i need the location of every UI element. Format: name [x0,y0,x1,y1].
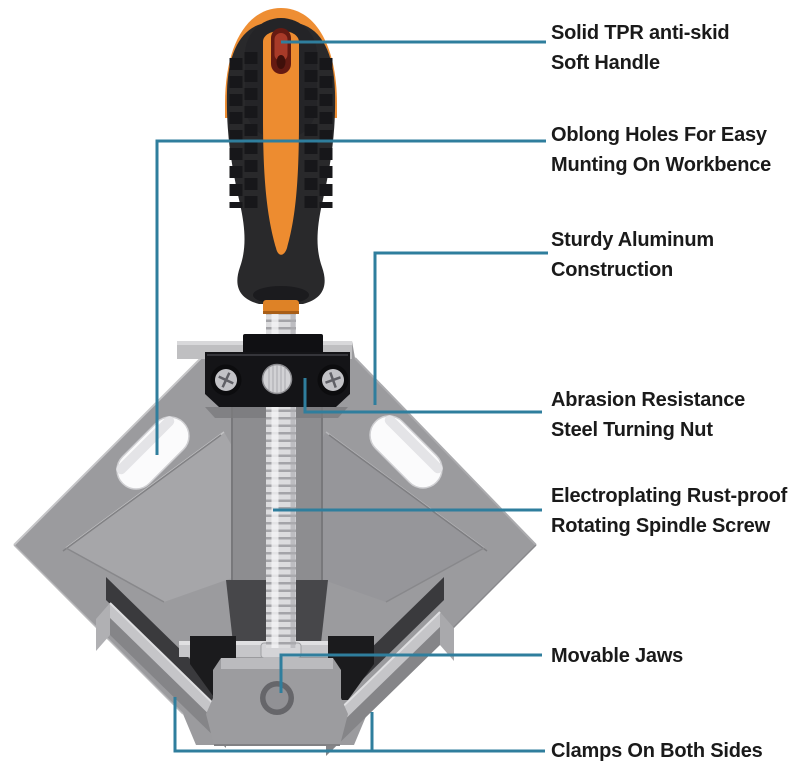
label-spindle-screw: Electroplating Rust-proof Rotating Spind… [551,481,787,541]
handle-grip-texture [229,52,333,212]
phillips-screw-right [317,364,349,396]
label-movable-jaws: Movable Jaws [551,641,683,671]
label-line: Movable Jaws [551,645,684,667]
label-line: Soft Handle [551,52,660,74]
left-fold-shadow [62,434,222,552]
oblong-hole-right [369,415,443,489]
handle-bottom-shadow [253,286,309,304]
label-line: Steel Turning Nut [551,419,713,441]
handle-front-stripe [263,30,299,255]
oblong-hole-left [116,416,190,490]
callout-line-oblong-holes [155,139,546,455]
spindle-cylinder-knurl [268,365,286,393]
right-v-face [318,432,484,602]
handle-hang-hole [271,28,291,74]
handle-collar [263,300,299,313]
label-clamps-both-sides: Clamps On Both Sides [551,736,763,766]
turning-nut [177,334,352,407]
callout-lines [155,40,548,753]
callout-line-clamps-both-sides [173,697,545,753]
left-edge-highlight [13,355,204,546]
movable-jaw-left [96,602,227,748]
right-fold-shadow [328,434,488,552]
right-edge-highlight [354,357,537,546]
label-line: Clamps On Both Sides [551,740,763,762]
phillips-screw-left [210,364,242,396]
callout-line-movable-jaws [279,653,542,693]
center-block-top [221,658,333,669]
label-oblong-holes: Oblong Holes For Easy Munting On Workben… [551,120,771,180]
label-line: Oblong Holes For Easy [551,124,767,146]
label-line: Rotating Spindle Screw [551,515,770,537]
left-v-face [66,432,232,602]
label-soft-handle: Solid TPR anti-skid Soft Handle [551,18,730,78]
handle [225,8,337,314]
callout-line-turning-nut [303,378,542,414]
label-line: Electroplating Rust-proof [551,485,788,507]
movable-jaw-right [325,611,454,756]
label-line: Munting On Workbence [551,154,772,176]
right-crease [385,547,485,603]
left-jaw-shadow [106,577,230,721]
jaw-pin-center [265,686,289,710]
label-aluminum-construction: Sturdy Aluminum Construction [551,225,714,285]
callout-line-aluminum-construction [373,251,548,405]
label-line: Abrasion Resistance [551,389,746,411]
label-line: Sturdy Aluminum [551,229,714,251]
left-crease [65,547,165,603]
label-line: Solid TPR anti-skid [551,22,730,44]
handle-collar-shade [263,311,299,314]
nut-boss [243,334,323,354]
jaw-assembly [96,602,454,756]
label-line: Construction [551,259,674,281]
label-turning-nut: Abrasion Resistance Steel Turning Nut [551,385,745,445]
